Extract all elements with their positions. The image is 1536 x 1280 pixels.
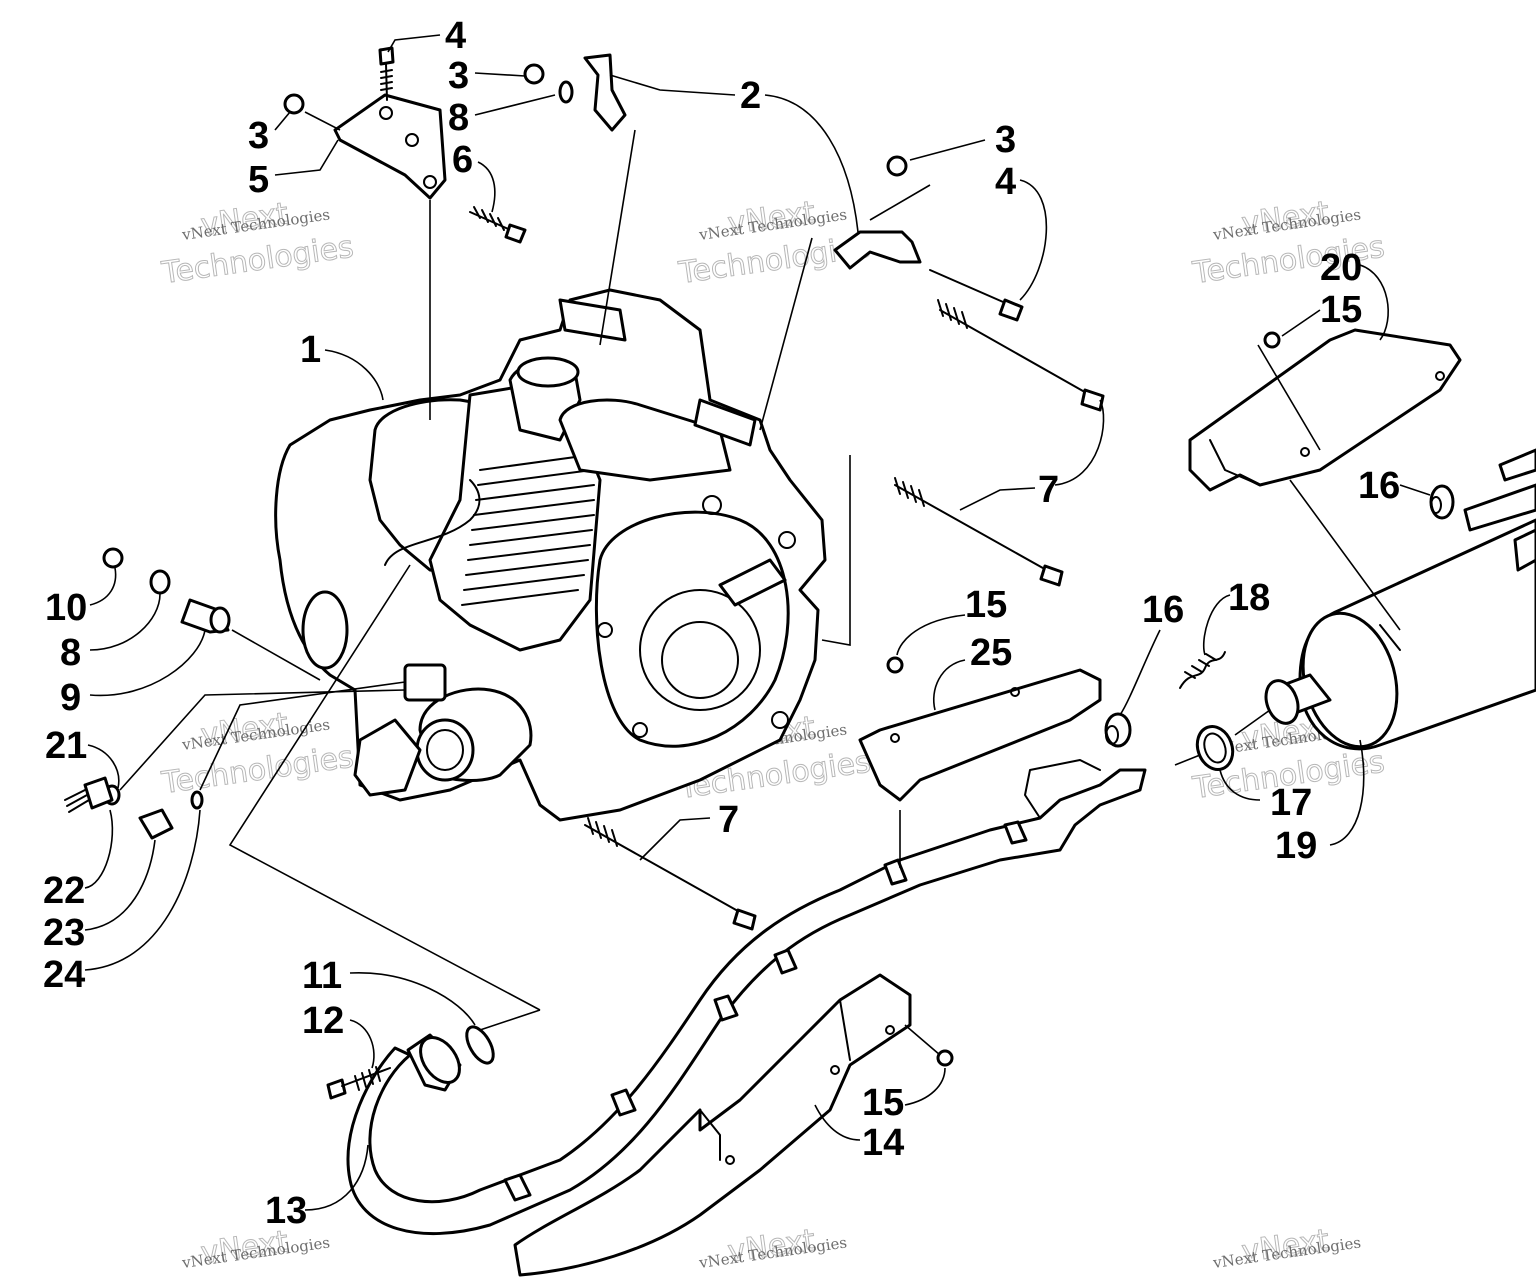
screw-15-upper	[1263, 331, 1281, 349]
nut-3-top	[523, 63, 545, 85]
bolt-4-top	[378, 46, 395, 101]
nut-3-right	[886, 155, 908, 177]
shift-lever	[718, 558, 787, 607]
callout-18-spring: 18	[1228, 577, 1270, 619]
seal-17	[1195, 725, 1235, 771]
callout-12-bolt: 12	[302, 1000, 344, 1042]
stator-cover-inner	[661, 621, 739, 699]
engine-assembly	[274, 288, 827, 822]
callout-19-muffler: 19	[1275, 825, 1317, 867]
callout-labels: 4 3 8 2 3 5 6 3 4 20 15 1 7 16 15 25 16 …	[43, 15, 1400, 1232]
callout-6-bolt: 6	[452, 139, 473, 181]
stator-cover	[594, 510, 790, 748]
callout-14-heat-shield: 14	[862, 1122, 904, 1164]
bracket-2	[583, 53, 922, 270]
callout-16-grommet: 16	[1142, 589, 1184, 631]
heat-shield-20	[1188, 328, 1462, 492]
cover-bolt	[597, 622, 613, 638]
callout-10-nut: 10	[45, 587, 87, 629]
callout-15-screw: 15	[1320, 289, 1362, 331]
bolt-12	[326, 1066, 391, 1100]
spacer-9	[180, 598, 231, 634]
engine-mount-bracket-5	[333, 93, 447, 200]
leader-lines	[84, 34, 1431, 1211]
spark-plug-wire	[384, 479, 481, 566]
header-clips	[503, 820, 1028, 1202]
callout-16-grommet: 16	[1358, 465, 1400, 507]
nut-10	[102, 547, 124, 569]
callout-15-screw: 15	[862, 1082, 904, 1124]
through-bolt-7-lower	[584, 817, 757, 931]
callout-21-sensor: 21	[45, 725, 87, 767]
washer-8-top	[558, 80, 574, 104]
callout-5-bracket: 5	[248, 159, 269, 201]
cover-bolt	[632, 722, 648, 738]
watermark-bottom-center: vNext vNext Technologies	[697, 1222, 848, 1272]
engine-mount-tube-upper	[558, 298, 627, 342]
exhaust-header-13	[346, 759, 1147, 1236]
heat-shield-14	[513, 973, 912, 1277]
callout-9-spacer: 9	[60, 677, 81, 719]
washer-24	[190, 790, 204, 810]
callout-25-heat-shield: 25	[970, 632, 1012, 674]
callout-20-heat-shield: 20	[1320, 247, 1362, 289]
sender-23	[138, 808, 174, 840]
callout-13-header-pipe: 13	[265, 1190, 307, 1232]
cylinder-fin-lines	[461, 454, 595, 606]
callout-3-nut: 3	[995, 119, 1016, 161]
cover-bolt	[702, 495, 722, 515]
callout-3-nut: 3	[248, 115, 269, 157]
callout-7-through-bolt: 7	[1038, 469, 1059, 511]
heat-shield-25	[858, 668, 1102, 802]
intake-boot-opening	[516, 356, 580, 388]
stator-cover-ring	[639, 589, 761, 711]
callout-3-nut: 3	[448, 55, 469, 97]
watermark-bottom-right: vNext vNext Technologies	[1211, 1222, 1362, 1272]
callout-4-bolt: 4	[995, 161, 1016, 203]
callout-22-switch: 22	[43, 870, 85, 912]
bolt-4-right	[929, 269, 1024, 322]
grommet-16-middle	[1104, 712, 1132, 748]
grommet-16-right	[1429, 484, 1455, 520]
callout-24-washer: 24	[43, 954, 85, 996]
watermark-bottom-left: vNext vNext Technologies	[180, 1224, 331, 1272]
watermark-top-left: vNext vNext Technologies Technologies	[159, 196, 357, 292]
switch-22	[64, 776, 114, 813]
muffler-19	[1264, 448, 1536, 751]
screw-15-lower	[936, 1049, 954, 1067]
callout-2-bracket: 2	[740, 75, 761, 117]
bolt-6	[469, 206, 527, 244]
callout-23-sender: 23	[43, 912, 85, 954]
exhaust-port-left	[301, 590, 349, 670]
screw-15-middle	[886, 656, 904, 674]
cover-bolt	[771, 711, 789, 729]
callout-17-seal: 17	[1270, 782, 1312, 824]
watermark-top-center: vNext vNext Technologies Technologies	[676, 194, 874, 291]
oil-filter-cap-inner	[426, 729, 464, 771]
through-bolt-7-middle	[894, 477, 1064, 587]
watermark-mid-left: vNext vNext Technologies Technologies	[159, 706, 357, 802]
starter-motor	[558, 398, 732, 482]
callout-15-screw: 15	[965, 584, 1007, 626]
through-bolt-7-upper	[937, 299, 1105, 412]
spring-18	[1179, 651, 1226, 689]
engine-mount-tube-right	[693, 398, 757, 447]
callout-8-washer: 8	[448, 97, 469, 139]
callout-1-engine: 1	[300, 329, 321, 371]
callout-8-washer: 8	[60, 632, 81, 674]
sensor-boss	[403, 663, 447, 702]
nut-3-left	[283, 93, 305, 115]
callout-11-gasket: 11	[302, 955, 342, 997]
callout-7-through-bolt: 7	[718, 799, 739, 841]
washer-8-left	[149, 569, 171, 595]
header-flange	[406, 1033, 462, 1092]
gasket-11	[465, 1025, 495, 1065]
callout-4-bolt: 4	[445, 15, 466, 57]
cover-bolt	[778, 531, 796, 549]
drive-yoke	[353, 718, 422, 797]
